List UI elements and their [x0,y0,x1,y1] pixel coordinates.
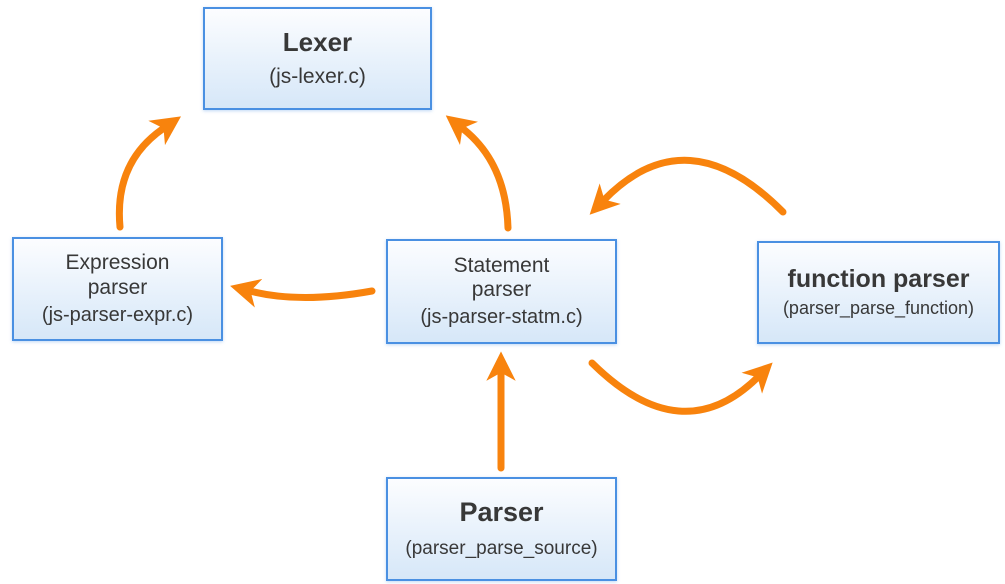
node-statement-parser-title: Statement parser [453,253,550,301]
node-parser: Parser (parser_parse_source) [386,477,617,581]
node-lexer: Lexer (js-lexer.c) [203,7,432,110]
node-statement-parser-subtitle: (js-parser-statm.c) [420,306,583,329]
arrow-statement-to-expression [230,278,376,308]
node-function-parser-title: function parser [787,265,970,294]
node-lexer-subtitle: (js-lexer.c) [269,64,366,88]
arrow-statement-to-lexer [445,115,512,232]
arrow-expression-to-lexer [115,116,182,231]
node-statement-parser: Statement parser (js-parser-statm.c) [386,239,617,344]
node-parser-subtitle: (parser_parse_source) [405,538,598,560]
node-parser-title: Parser [459,497,544,528]
node-lexer-title: Lexer [282,26,353,57]
node-expression-parser: Expression parser (js-parser-expr.c) [12,237,223,341]
node-function-parser: function parser (parser_parse_function) [757,241,1000,344]
node-expression-parser-title: Expression parser [65,251,170,299]
arrow-function-to-statement [589,156,787,216]
node-function-parser-subtitle: (parser_parse_function) [782,298,975,319]
arrow-statement-to-function [588,359,773,415]
node-expression-parser-subtitle: (js-parser-expr.c) [41,303,194,326]
